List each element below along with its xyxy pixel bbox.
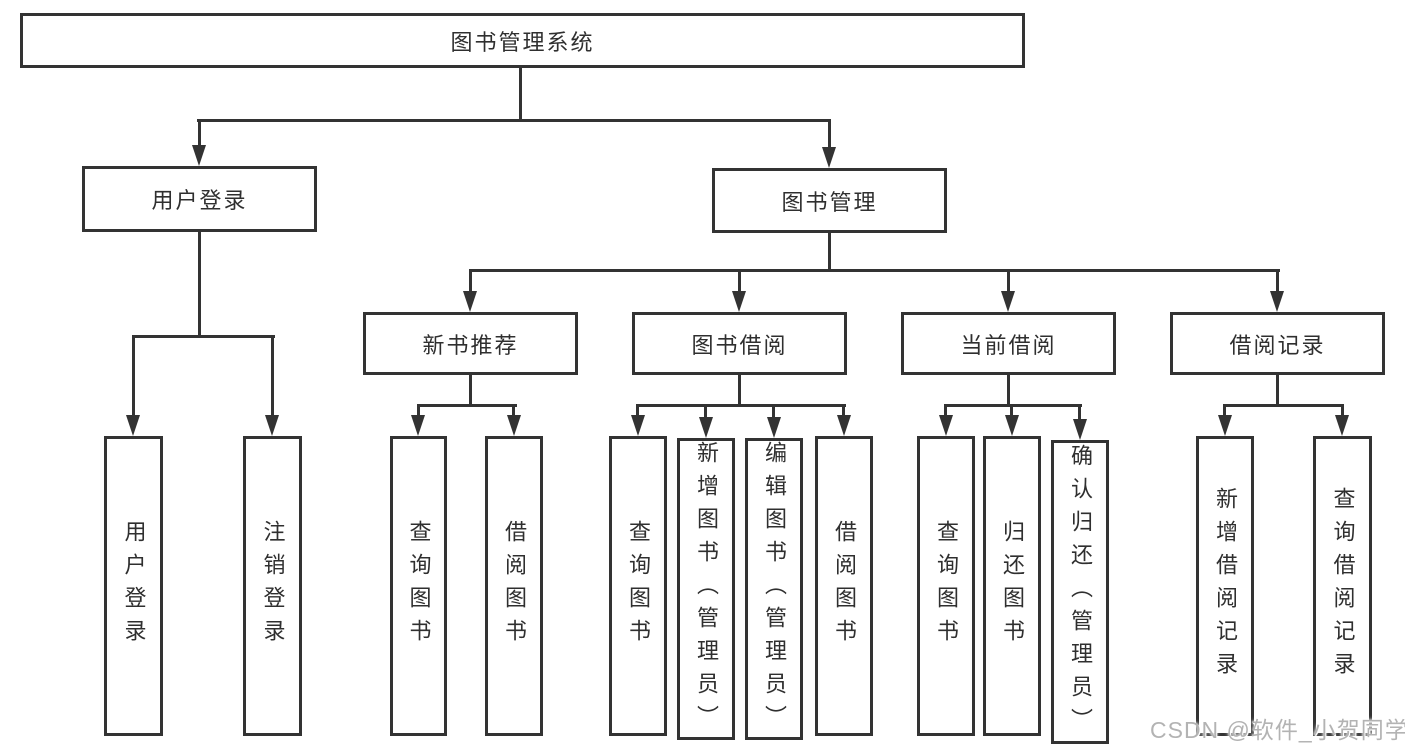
arrow-down-icon — [1005, 415, 1019, 436]
connector-line — [469, 269, 1280, 272]
leaf-borrow-books-1-label: 借阅图书 — [502, 520, 527, 652]
leaf-borrow-books-2-label: 借阅图书 — [832, 520, 857, 652]
connector-line — [1007, 375, 1010, 404]
node-root: 图书管理系统 — [20, 13, 1025, 68]
connector-line — [704, 404, 707, 417]
node-current-borrow-label: 当前借阅 — [960, 332, 1057, 358]
leaf-user-login-label: 用户登录 — [121, 520, 147, 652]
connector-line — [197, 119, 831, 122]
connector-line — [1341, 404, 1344, 415]
leaf-query-books-2: 查询图书 — [609, 436, 667, 736]
connector-line — [1276, 375, 1279, 404]
leaf-add-books-admin: 新增图书（管理员） — [677, 438, 735, 740]
leaf-edit-books-admin: 编辑图书（管理员） — [745, 438, 803, 740]
leaf-logout-label: 注销登录 — [260, 520, 286, 652]
leaf-query-books-1-label: 查询图书 — [406, 520, 432, 652]
arrow-down-icon — [1073, 419, 1087, 440]
connector-line — [271, 335, 274, 415]
connector-line — [132, 335, 135, 415]
arrow-down-icon — [507, 415, 521, 436]
connector-line — [1223, 404, 1226, 415]
arrow-down-icon — [463, 291, 477, 312]
connector-line — [198, 232, 201, 335]
leaf-confirm-return-admin: 确认归还（管理员） — [1051, 440, 1109, 744]
leaf-query-borrow-record: 查询借阅记录 — [1313, 436, 1372, 736]
arrow-down-icon — [1335, 415, 1349, 436]
node-book-borrow: 图书借阅 — [632, 312, 847, 375]
leaf-confirm-return-admin-label: 确认归还（管理员） — [1068, 443, 1093, 741]
connector-line — [1007, 269, 1010, 291]
connector-line — [636, 404, 846, 407]
node-book-borrow-label: 图书借阅 — [691, 332, 788, 358]
connector-line — [132, 335, 275, 338]
leaf-query-books-1: 查询图书 — [390, 436, 447, 736]
connector-line — [636, 404, 639, 415]
connector-line — [944, 404, 1082, 407]
node-book-management: 图书管理 — [712, 168, 947, 233]
connector-line — [944, 404, 947, 415]
leaf-return-books-label: 归还图书 — [1000, 520, 1025, 652]
connector-line — [198, 119, 201, 145]
leaf-add-borrow-record-label: 新增借阅记录 — [1213, 487, 1238, 685]
connector-line — [1010, 404, 1013, 415]
arrow-down-icon — [631, 415, 645, 436]
node-user-login-label: 用户登录 — [151, 188, 248, 213]
csdn-watermark: CSDN @软件_小贺同学 — [1150, 717, 1405, 743]
leaf-query-books-2-label: 查询图书 — [626, 520, 651, 652]
connector-line — [519, 68, 522, 119]
arrow-down-icon — [1218, 415, 1232, 436]
leaf-borrow-books-1: 借阅图书 — [485, 436, 543, 736]
connector-line — [842, 404, 845, 415]
arrow-down-icon — [411, 415, 425, 436]
leaf-return-books: 归还图书 — [983, 436, 1041, 736]
connector-line — [1078, 404, 1081, 419]
arrow-down-icon — [837, 415, 851, 436]
connector-line — [828, 233, 831, 269]
leaf-query-books-3: 查询图书 — [917, 436, 975, 736]
node-new-book-recommend-label: 新书推荐 — [422, 332, 519, 358]
connector-line — [469, 269, 472, 291]
arrow-down-icon — [767, 417, 781, 438]
arrow-down-icon — [699, 417, 713, 438]
arrow-down-icon — [126, 415, 140, 436]
leaf-add-borrow-record: 新增借阅记录 — [1196, 436, 1254, 736]
arrow-down-icon — [939, 415, 953, 436]
leaf-query-borrow-record-label: 查询借阅记录 — [1330, 487, 1356, 685]
arrow-down-icon — [265, 415, 279, 436]
connector-line — [1223, 404, 1344, 407]
leaf-edit-books-admin-label: 编辑图书（管理员） — [762, 441, 787, 738]
connector-line — [512, 404, 515, 415]
arrow-down-icon — [822, 147, 836, 168]
node-borrow-records-label: 借阅记录 — [1229, 332, 1326, 358]
arrow-down-icon — [192, 145, 206, 166]
arrow-down-icon — [1270, 291, 1284, 312]
leaf-logout: 注销登录 — [243, 436, 302, 736]
leaf-borrow-books-2: 借阅图书 — [815, 436, 873, 736]
leaf-query-books-3-label: 查询图书 — [934, 520, 959, 652]
connector-line — [1276, 269, 1279, 291]
leaf-add-books-admin-label: 新增图书（管理员） — [694, 441, 719, 738]
node-root-label: 图书管理系统 — [450, 29, 595, 55]
connector-line — [738, 269, 741, 291]
connector-line — [417, 404, 420, 415]
node-user-login: 用户登录 — [82, 166, 317, 232]
node-new-book-recommend: 新书推荐 — [363, 312, 578, 375]
connector-line — [828, 119, 831, 147]
arrow-down-icon — [1001, 291, 1015, 312]
connector-line — [417, 404, 517, 407]
node-book-management-label: 图书管理 — [781, 189, 878, 215]
leaf-user-login: 用户登录 — [104, 436, 163, 736]
node-borrow-records: 借阅记录 — [1170, 312, 1385, 375]
connector-line — [738, 375, 741, 404]
node-current-borrow: 当前借阅 — [901, 312, 1116, 375]
arrow-down-icon — [732, 291, 746, 312]
connector-line — [469, 375, 472, 404]
connector-line — [772, 404, 775, 417]
